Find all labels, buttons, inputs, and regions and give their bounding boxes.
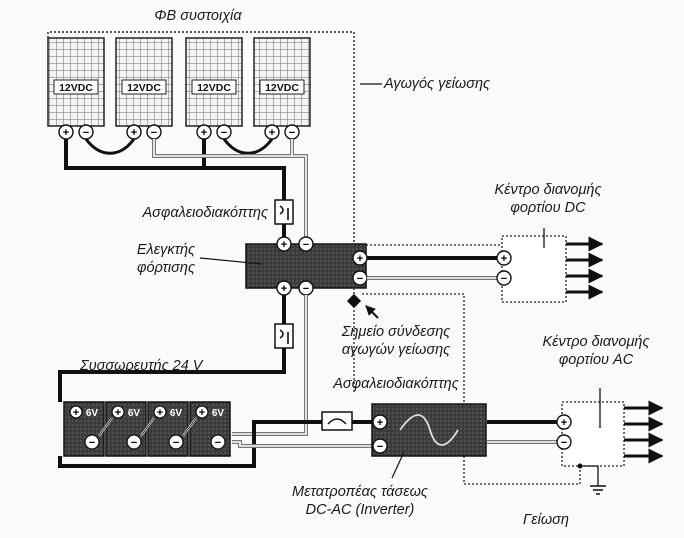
ac-load-center-label-line2: φορτίου AC (559, 352, 634, 368)
plus-sign: + (501, 253, 507, 265)
plus-terminal-icon (69, 405, 83, 419)
fuse-switch-top-glyph (279, 205, 289, 220)
ac-ground-conductor (362, 293, 581, 485)
minus-sign: − (83, 127, 89, 139)
fuse-switch-battery-icon (274, 323, 294, 349)
plus-sign: + (157, 407, 163, 419)
minus-terminal-icon (496, 270, 512, 286)
sine-wave-icon (399, 414, 459, 446)
minus-terminal-icon (556, 434, 572, 450)
ac-load-center-label-line1: Κέντρο διανομής (542, 334, 650, 350)
minus-sign: − (151, 127, 157, 139)
ground-point-label-line2: αγωγών γείωσης (342, 342, 451, 358)
pv-panel-rating: 12VDC (127, 82, 161, 94)
battery-positive-wire (58, 295, 286, 402)
battery-voltage: 6V (170, 408, 183, 419)
minus-terminal-icon (298, 236, 314, 252)
inverter-positive-wire (58, 420, 372, 468)
earth-ground-icon (590, 485, 606, 495)
plus-sign: + (201, 127, 207, 139)
dc-load-center-icon (501, 235, 567, 303)
dc-ground-conductor (354, 244, 521, 246)
minus-sign: − (221, 127, 227, 139)
minus-sign: − (131, 437, 137, 449)
plus-terminal-icon (276, 236, 292, 252)
fuse-switch-bottom-icon (321, 411, 353, 431)
battery-voltage: 6V (86, 408, 99, 419)
charge-controller-label-line2: φόρτισης (137, 260, 196, 276)
fuse-switch-top-label: Ασφαλειοδιακόπτης (141, 205, 268, 221)
minus-sign: − (561, 437, 567, 449)
inverter-label-line1: Μετατροπέας τάσεως (292, 484, 429, 500)
pv-panel: 12VDC + − (253, 37, 311, 140)
plus-sign: + (199, 407, 205, 419)
minus-sign: − (89, 437, 95, 449)
earth-conductor (580, 465, 599, 486)
arrow-icon (365, 305, 379, 319)
minus-terminal-icon (372, 438, 388, 454)
plus-terminal-icon (111, 405, 125, 419)
fuse-switch-top-icon (274, 199, 294, 225)
plus-terminal-icon (372, 414, 388, 430)
pv-panel: 12VDC + − (115, 37, 173, 140)
charge-controller-pointer (199, 257, 263, 265)
plus-terminal-icon (496, 250, 512, 266)
pv-string-wiring (64, 138, 308, 243)
dc-load-center-label-line2: φορτίου DC (510, 200, 586, 216)
minus-sign: − (303, 239, 309, 251)
inverter-pointer (391, 451, 405, 479)
ground-bond-point-icon (346, 293, 362, 309)
minus-terminal-icon (210, 434, 226, 450)
plus-sign: + (561, 417, 567, 429)
ground-point-label-line1: Σημείο σύνδεσης (341, 324, 452, 340)
plus-sign: + (115, 407, 121, 419)
minus-terminal-icon (168, 434, 184, 450)
inverter-icon (371, 403, 487, 457)
minus-sign: − (377, 441, 383, 453)
plus-sign: + (281, 239, 287, 251)
minus-terminal-icon (84, 434, 100, 450)
minus-sign: − (501, 273, 507, 285)
charge-controller-label-line1: Ελεγκτής (137, 242, 196, 258)
dc-output-arrows (566, 236, 604, 300)
ground-conductor-label: Αγωγός γείωσης (383, 76, 491, 92)
plus-sign: + (131, 127, 137, 139)
ac-output-arrows (624, 400, 664, 464)
minus-terminal-icon (126, 434, 142, 450)
minus-sign: − (289, 127, 295, 139)
plus-sign: + (63, 127, 69, 139)
battery-bank-label: Συσσωρευτής 24 V (79, 358, 204, 374)
fuse-switch-bottom-label: Ασφαλειοδιακόπτης (332, 376, 459, 392)
ac-load-center-icon (561, 401, 625, 467)
plus-sign: + (281, 283, 287, 295)
pv-panel-rating: 12VDC (197, 82, 231, 94)
plus-sign: + (73, 407, 79, 419)
pv-array-label: ΦΒ συστοιχία (154, 8, 242, 24)
minus-sign: − (303, 283, 309, 295)
plus-terminal-icon (195, 405, 209, 419)
minus-sign: − (215, 437, 221, 449)
battery-voltage: 6V (212, 408, 225, 419)
plus-terminal-icon (556, 414, 572, 430)
dc-load-center-label-line1: Κέντρο διανομής (494, 182, 602, 198)
plus-sign: + (269, 127, 275, 139)
earth-label: Γείωση (523, 512, 569, 528)
battery-voltage: 6V (128, 408, 141, 419)
minus-sign: − (173, 437, 179, 449)
battery-negative-wire (232, 295, 308, 436)
pv-panel-rating: 12VDC (265, 82, 299, 94)
pv-panel: 12VDC + − (47, 37, 105, 140)
plus-sign: + (377, 417, 383, 429)
battery-bank: 6V 6V 6V 6V + + + + − − − − (63, 401, 231, 457)
plus-sign: + (357, 253, 363, 265)
inverter-label-line2: DC-AC (Inverter) (306, 502, 415, 518)
plus-terminal-icon (153, 405, 167, 419)
minus-sign: − (357, 273, 363, 285)
pv-panel-rating: 12VDC (59, 82, 93, 94)
pv-panel: 12VDC + − (185, 37, 243, 140)
